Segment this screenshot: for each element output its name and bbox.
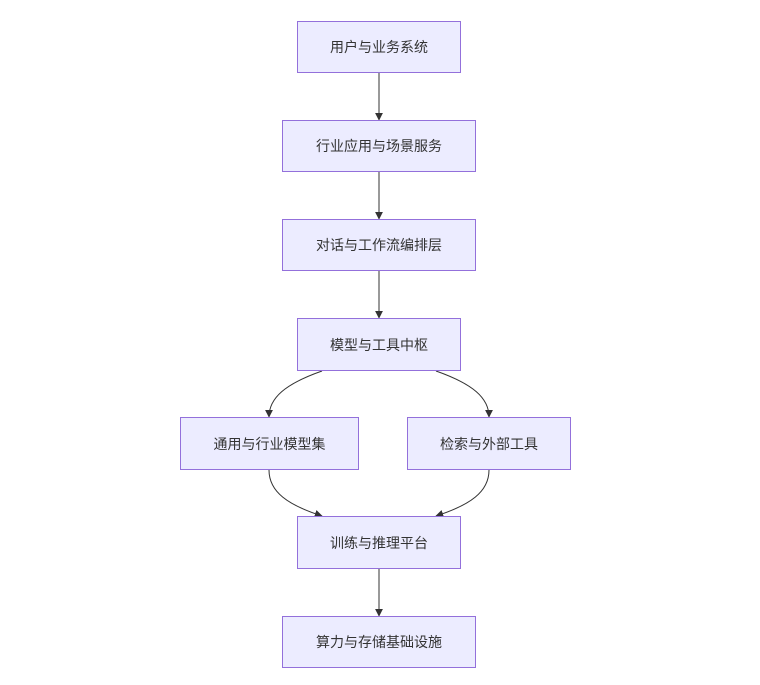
node-train-infer: 训练与推理平台 — [297, 516, 461, 569]
edge-hub-to-retrieval — [435, 370, 493, 418]
edge-retrieval-to-training — [435, 469, 490, 518]
node-industry-apps: 行业应用与场景服务 — [282, 120, 476, 172]
node-train-infer-label: 训练与推理平台 — [330, 535, 428, 552]
node-dialog-workflow-label: 对话与工作流编排层 — [316, 238, 442, 254]
node-model-tool-hub: 模型与工具中枢 — [297, 318, 461, 371]
edge-models-to-training — [268, 469, 323, 518]
node-infra: 算力与存储基础设施 — [282, 616, 476, 668]
node-user-systems-label: 用户与业务系统 — [330, 40, 428, 56]
node-retrieval-tools-label: 检索与外部工具 — [440, 436, 538, 453]
node-infra-label: 算力与存储基础设施 — [316, 635, 442, 651]
edge-hub-to-models — [265, 370, 323, 418]
node-model-set: 通用与行业模型集 — [180, 417, 359, 470]
node-dialog-workflow: 对话与工作流编排层 — [282, 219, 476, 271]
node-model-tool-hub-label: 模型与工具中枢 — [330, 337, 428, 354]
node-retrieval-tools: 检索与外部工具 — [407, 417, 571, 470]
node-user-systems: 用户与业务系统 — [297, 21, 461, 73]
node-industry-apps-label: 行业应用与场景服务 — [316, 139, 442, 155]
node-model-set-label: 通用与行业模型集 — [213, 436, 326, 453]
